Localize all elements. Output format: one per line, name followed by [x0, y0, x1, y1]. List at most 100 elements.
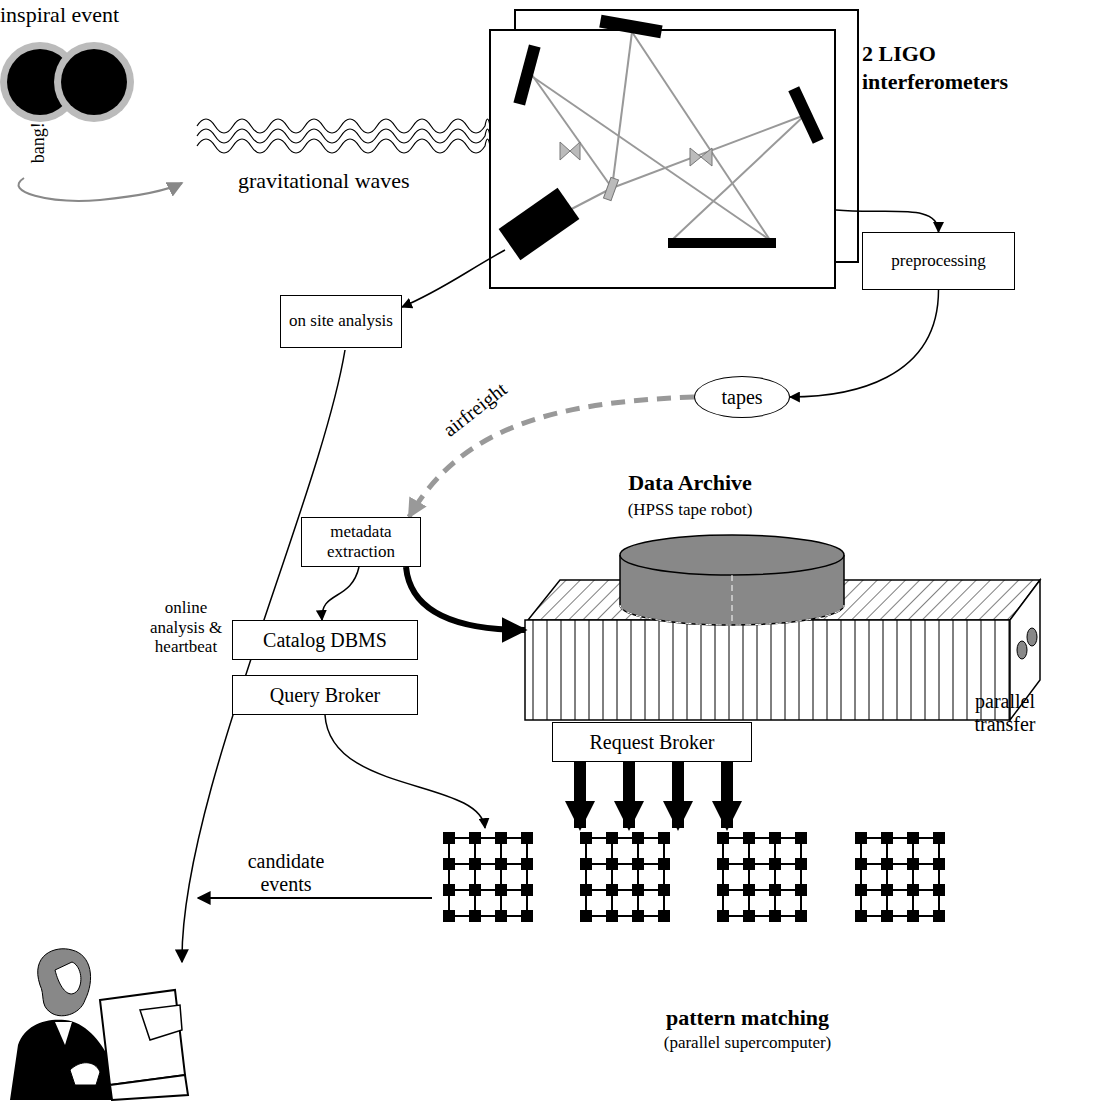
connector [325, 715, 485, 828]
processor [743, 910, 755, 922]
connector-line [790, 290, 939, 397]
processor [495, 910, 507, 922]
grid-link [861, 863, 939, 865]
person-at-computer [10, 949, 188, 1100]
grid-link [448, 838, 450, 916]
node-label: Request Broker [590, 730, 715, 754]
processor [769, 884, 781, 896]
processor [580, 910, 592, 922]
connector-line [402, 250, 505, 307]
processor [855, 832, 867, 844]
processor [580, 858, 592, 870]
data-archive: Data Archive(HPSS tape robot) [525, 470, 1040, 720]
grid-link [774, 838, 776, 916]
connector-line [836, 210, 939, 232]
node-label: 2 LIGO interferometers [862, 40, 1062, 95]
processor [717, 884, 729, 896]
grid-link [861, 837, 939, 839]
grid-link [722, 838, 724, 916]
processor [580, 884, 592, 896]
processor [443, 858, 455, 870]
grid-link [586, 915, 664, 917]
connector [836, 210, 939, 232]
connector-line [322, 567, 359, 620]
node-label: preprocessing [891, 251, 985, 271]
process-box: preprocessing [862, 232, 1015, 290]
connector-line [197, 129, 490, 143]
node-label: on site analysis [289, 311, 393, 331]
processor [795, 910, 807, 922]
connector [580, 762, 727, 828]
processor [469, 884, 481, 896]
node-sublabel: (HPSS tape robot) [525, 500, 855, 520]
grid-link [449, 837, 527, 839]
processor [717, 832, 729, 844]
grid-link [449, 863, 527, 865]
supercomputer: pattern matching(parallel supercomputer) [440, 828, 1055, 1063]
grid-link [861, 889, 939, 891]
processor [469, 910, 481, 922]
connector-line [574, 762, 586, 828]
processor [469, 858, 481, 870]
node-label: tapes [721, 385, 762, 409]
processor [717, 858, 729, 870]
grid-link [526, 838, 528, 916]
grid-link [860, 838, 862, 916]
processor [443, 910, 455, 922]
annotation: online analysis & heartbeat [138, 598, 234, 657]
grid-link [723, 863, 801, 865]
interferometer [490, 10, 858, 288]
processor [443, 884, 455, 896]
broker-box: Request Broker [552, 722, 752, 762]
processor [933, 910, 945, 922]
tape-robot [525, 535, 1040, 720]
processor [495, 884, 507, 896]
grid-link [723, 837, 801, 839]
connector-line [325, 715, 485, 828]
grid-link [861, 915, 939, 917]
process-box: metadata extraction [301, 517, 421, 567]
processor [521, 910, 533, 922]
database-box: Catalog DBMS [232, 620, 418, 660]
processor [855, 858, 867, 870]
connector-line [721, 762, 733, 828]
connector [790, 290, 939, 397]
connector-line [406, 567, 525, 630]
connector [322, 567, 359, 620]
node-label: inspiral event [0, 2, 119, 28]
grid-link [586, 889, 664, 891]
inspiral-event: inspiral event bang! [0, 0, 195, 200]
processor-grid [443, 832, 945, 922]
node-label: Query Broker [270, 683, 381, 707]
grid-link [586, 837, 664, 839]
tape-oval: tapes [694, 376, 790, 418]
processor [743, 858, 755, 870]
grid-link [585, 838, 587, 916]
processor [881, 910, 893, 922]
processor [632, 910, 644, 922]
processor [743, 884, 755, 896]
grid-link [500, 838, 502, 916]
processor [855, 910, 867, 922]
grid-link [637, 838, 639, 916]
node-label: pattern matching [440, 1005, 1055, 1031]
grid-link [663, 838, 665, 916]
connector-line [197, 139, 490, 153]
node-sublabel: (parallel supercomputer) [440, 1033, 1055, 1053]
edge-label: airfreight [425, 367, 526, 453]
processor [606, 910, 618, 922]
processor [443, 832, 455, 844]
broker-box: Query Broker [232, 675, 418, 715]
processor [580, 832, 592, 844]
grid-link [723, 915, 801, 917]
processor [881, 858, 893, 870]
connector [402, 250, 505, 307]
processor [907, 910, 919, 922]
edge-label: parallel transfer [960, 690, 1050, 736]
grid-link [586, 863, 664, 865]
node-sublabel: bang! [28, 122, 50, 163]
grid-link [938, 838, 940, 916]
edge-label: gravitational waves [238, 168, 498, 193]
grid-link [912, 838, 914, 916]
